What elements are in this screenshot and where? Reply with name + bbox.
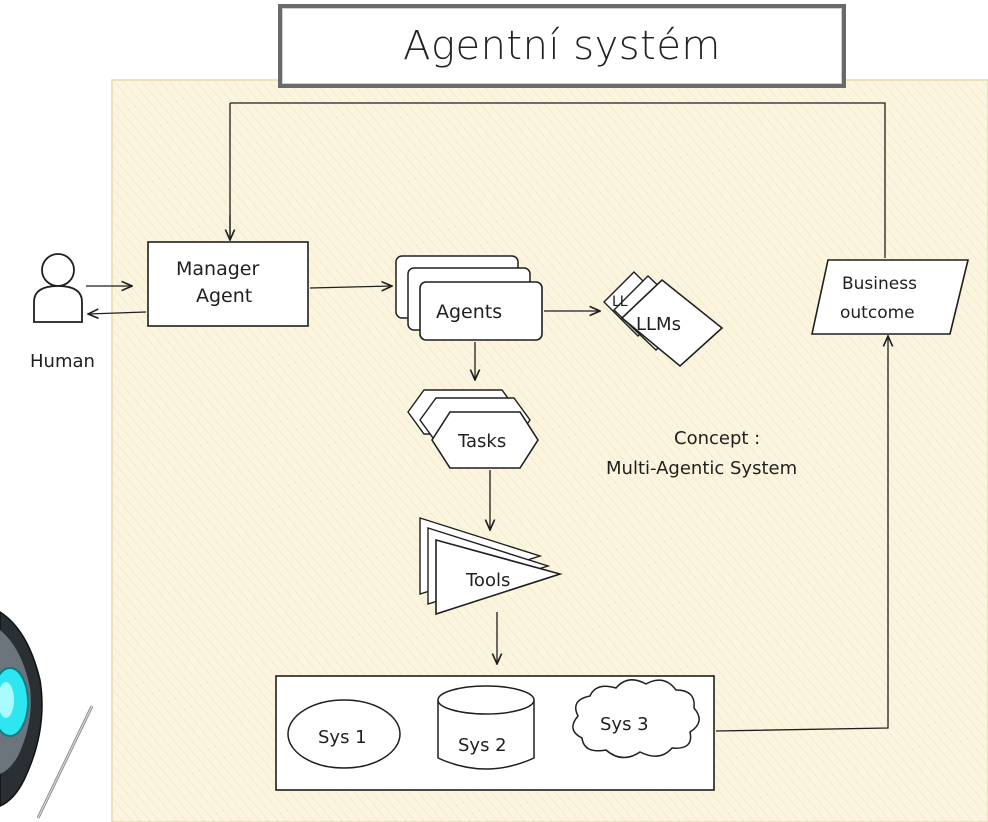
manager-agent-box: Manager Agent (147, 241, 309, 327)
llms-stack: LL LLMs (603, 271, 724, 368)
concept-line1: Concept : (674, 428, 760, 449)
business-label-line2: outcome (840, 303, 915, 323)
sys3-label: Sys 3 (600, 714, 649, 735)
tasks-stack: Tasks (407, 389, 539, 469)
manager-label-line2: Agent (196, 285, 252, 307)
systems-box: Sys 1 Sys 2 Sys 3 (275, 675, 715, 791)
agents-stack: Agents (395, 255, 543, 341)
human-icon (33, 253, 83, 323)
tools-label: Tools (465, 570, 510, 591)
business-outcome-box: Business outcome (811, 259, 970, 335)
concept-line2: Multi-Agentic System (606, 458, 797, 479)
llms-label: LLMs (636, 314, 681, 335)
sys3-cloud (572, 679, 700, 759)
arrow-systems-to-business (715, 336, 888, 732)
tasks-label: Tasks (457, 431, 506, 452)
tools-stack: Tools (419, 517, 563, 616)
manager-label-line1: Manager (176, 258, 259, 280)
page-title: Agentní systém (403, 23, 721, 69)
llms-back-label: LL (612, 294, 628, 310)
sys1-label: Sys 1 (318, 727, 367, 748)
sys2-label: Sys 2 (458, 735, 507, 756)
sys1-ellipse (287, 699, 401, 769)
business-label-line1: Business (842, 274, 917, 294)
human-label: Human (30, 351, 95, 372)
title-box: Agentní systém (278, 4, 846, 88)
agents-label: Agents (436, 301, 502, 323)
robot-illustration (0, 611, 94, 819)
arrow-manager-to-agents (309, 286, 392, 288)
sys2-cylinder (437, 685, 535, 770)
arrow-manager-to-human (88, 312, 147, 314)
